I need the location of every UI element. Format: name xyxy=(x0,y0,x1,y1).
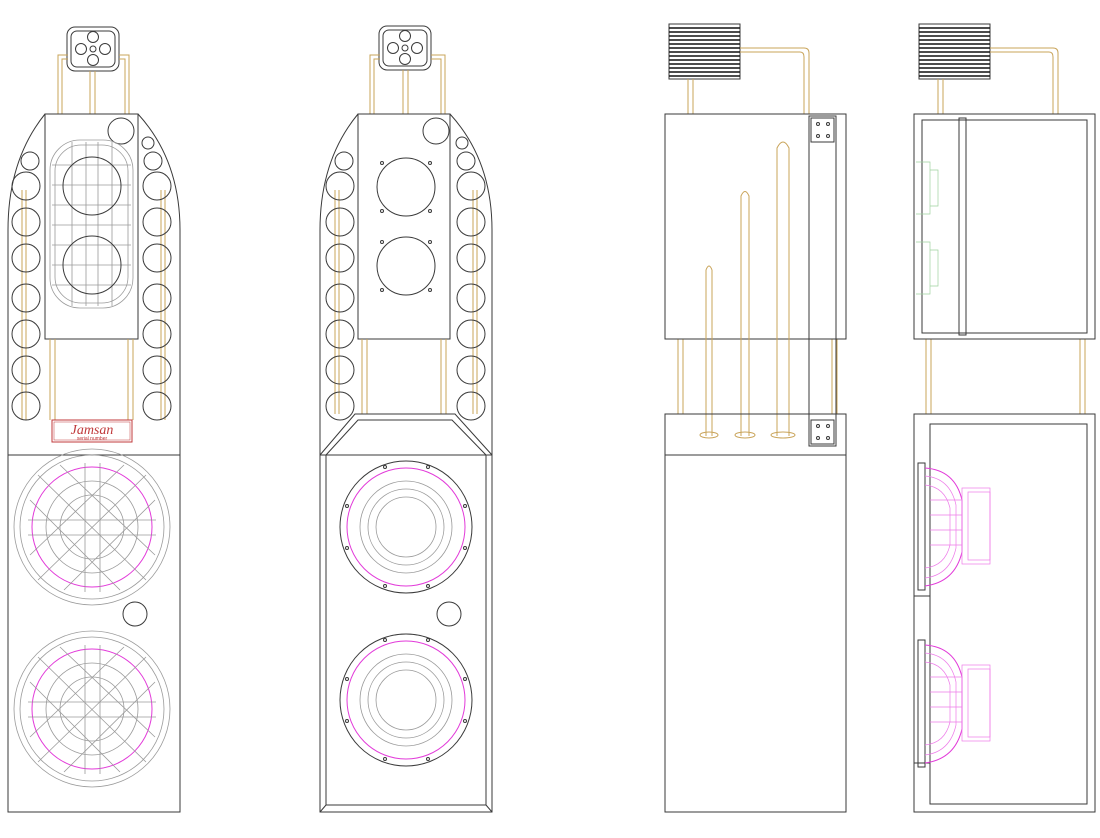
top-heatsink-module xyxy=(668,23,741,80)
midrange-drivers xyxy=(376,157,436,296)
upper-woofer-with-grille xyxy=(13,448,171,606)
hidden-midrange-outline xyxy=(916,161,939,295)
upper-cabinet-side xyxy=(664,113,847,340)
top-heatsink-module xyxy=(918,23,991,80)
vent-tubes xyxy=(699,141,796,439)
top-tweeter-module xyxy=(66,26,120,72)
lower-woofer-profile xyxy=(917,639,991,768)
top-tweeter-module xyxy=(378,25,432,71)
view-side xyxy=(664,23,847,813)
lower-cabinet-side xyxy=(664,413,847,813)
brand-logo-text: Jamsan xyxy=(71,423,114,438)
lower-cabinet-section xyxy=(913,413,1096,813)
brand-badge: Jamsan serial number xyxy=(51,419,133,443)
view-front-without-grilles xyxy=(319,25,493,813)
midrange-grille xyxy=(49,139,134,309)
right-port-column xyxy=(107,117,172,421)
cabinet-outline xyxy=(7,113,181,813)
view-front-with-grilles: Jamsan serial number xyxy=(7,26,181,813)
upper-woofer xyxy=(339,460,473,594)
upper-cabinet-section xyxy=(913,113,1096,340)
upper-woofer-profile xyxy=(917,462,991,591)
lower-woofer-with-grille xyxy=(13,630,171,788)
view-section xyxy=(913,23,1096,813)
left-port-column xyxy=(11,151,41,421)
serial-number-text: serial number xyxy=(77,436,108,442)
cabinet-outline xyxy=(319,113,493,813)
lower-woofer xyxy=(339,633,473,767)
top-support-tubes xyxy=(57,54,130,114)
